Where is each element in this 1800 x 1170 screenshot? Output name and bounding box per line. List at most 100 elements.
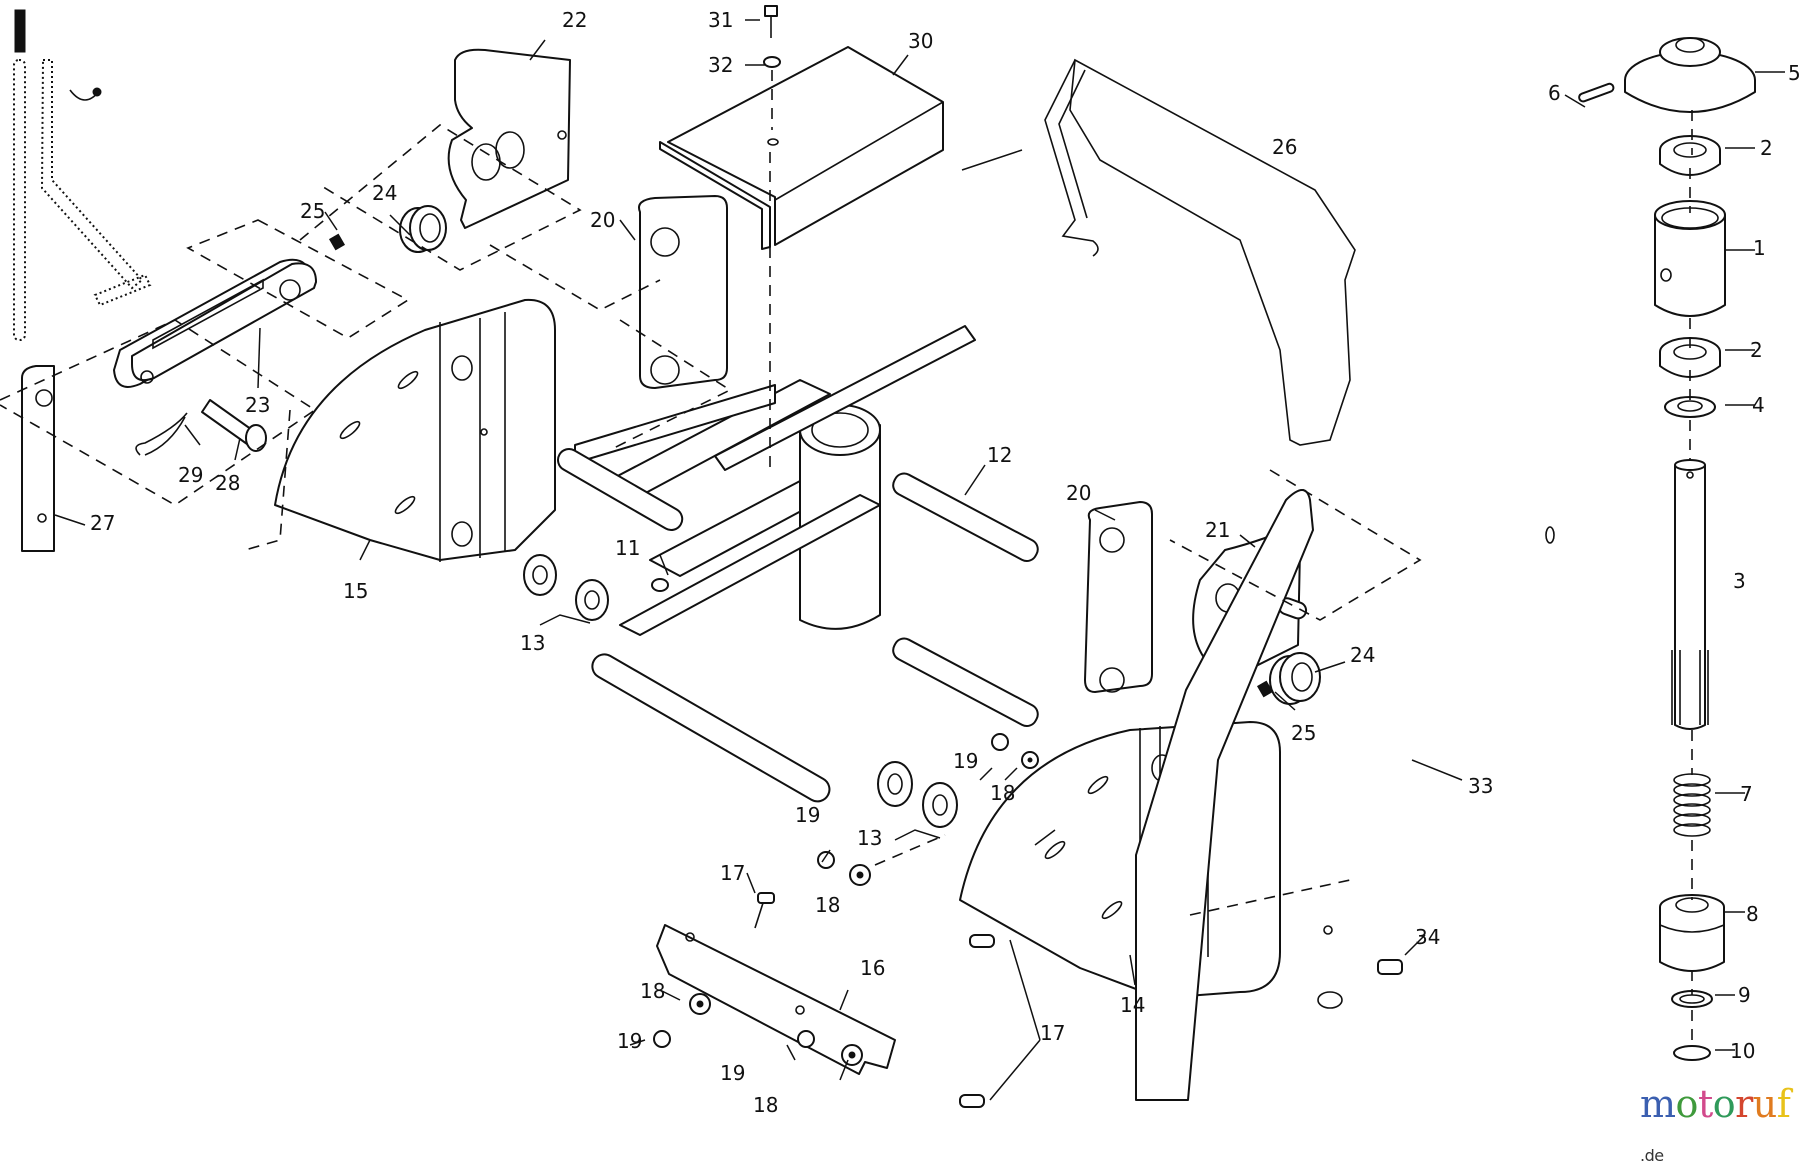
washers-13-left <box>523 554 609 621</box>
label-20a: 20 <box>590 208 615 232</box>
watermark-letter: f <box>1776 1082 1791 1126</box>
ghost-rod-left <box>13 59 26 341</box>
label-1: 1 <box>1753 236 1766 260</box>
label-17b: 17 <box>1040 1021 1065 1045</box>
plate-20-lower <box>1084 501 1153 693</box>
collar-24-left <box>399 205 447 253</box>
bolt-31 <box>764 5 778 38</box>
spring-coil-top <box>14 9 26 53</box>
label-29: 29 <box>178 463 203 487</box>
label-19c: 19 <box>617 1029 642 1053</box>
watermark-letter: o <box>1712 1082 1736 1126</box>
label-8: 8 <box>1746 902 1759 926</box>
leader-lines <box>54 19 1785 1101</box>
label-18d: 18 <box>753 1093 778 1117</box>
label-18c: 18 <box>640 979 665 1003</box>
washer-18-b <box>849 864 871 886</box>
watermark-letter: o <box>1675 1082 1699 1126</box>
watermark-letter: m <box>1640 1082 1676 1126</box>
side-plate-14 <box>959 721 1281 999</box>
label-2b: 2 <box>1750 338 1763 362</box>
pin-28 <box>201 399 267 452</box>
bearing-2-top <box>1659 135 1721 176</box>
label-17a: 17 <box>720 861 745 885</box>
label-28: 28 <box>215 471 240 495</box>
label-31: 31 <box>708 8 733 32</box>
label-27: 27 <box>90 511 115 535</box>
bracket-22 <box>447 48 571 229</box>
label-18b: 18 <box>815 893 840 917</box>
label-18a: 18 <box>990 781 1015 805</box>
watermark-logo: motoruf .de <box>1640 1082 1800 1170</box>
washer-18-a <box>1021 751 1039 769</box>
nut-19-a <box>991 733 1009 751</box>
cover-30 <box>659 46 944 250</box>
label-2a: 2 <box>1760 136 1773 160</box>
label-4: 4 <box>1752 393 1765 417</box>
label-6: 6 <box>1548 81 1561 105</box>
bolt-34 <box>1377 959 1403 975</box>
label-33: 33 <box>1468 774 1493 798</box>
nut-19-c <box>653 1030 671 1048</box>
label-14: 14 <box>1120 993 1145 1017</box>
watermark-letter: t <box>1697 1082 1713 1126</box>
ghost-rod-bent <box>40 59 152 307</box>
nut-19-b <box>817 851 835 869</box>
handle-26 <box>1044 58 1356 446</box>
set-screw-25-right <box>1256 680 1274 698</box>
label-13a: 13 <box>520 631 545 655</box>
hairpin-clip <box>69 87 102 101</box>
label-24b: 24 <box>1350 643 1375 667</box>
label-25b: 25 <box>1291 721 1316 745</box>
spring-7 <box>1673 773 1711 837</box>
housing-1 <box>1654 200 1726 317</box>
key-6 <box>1578 82 1615 103</box>
set-screw-25-left <box>328 233 346 251</box>
label-20b: 20 <box>1066 481 1091 505</box>
bearing-2-bottom <box>1659 337 1721 378</box>
label-16: 16 <box>860 956 885 980</box>
label-19d: 19 <box>720 1061 745 1085</box>
bolt-17-bottom <box>959 1094 985 1108</box>
parts-diagram: 5 6 2 1 2 4 3 7 8 9 10 33 34 25 24 21 20… <box>0 5 1800 1117</box>
watermark-letter: r <box>1735 1082 1753 1126</box>
watermark-letter: u <box>1752 1082 1777 1126</box>
label-12: 12 <box>987 443 1012 467</box>
retaining-ring-10 <box>1673 1045 1711 1061</box>
label-13b: 13 <box>857 826 882 850</box>
label-10: 10 <box>1730 1039 1755 1063</box>
washer-32 <box>763 56 781 68</box>
label-11: 11 <box>615 536 640 560</box>
callout-labels: 5 6 2 1 2 4 3 7 8 9 10 33 34 25 24 21 20… <box>90 8 1800 1117</box>
plate-20-upper <box>638 195 728 389</box>
washer-18-c <box>689 993 711 1015</box>
link-bar-27 <box>21 365 55 552</box>
bolt-17-top <box>754 892 775 929</box>
clutch-8 <box>1659 894 1725 972</box>
assembly-lines <box>0 70 1693 1045</box>
label-30: 30 <box>908 29 933 53</box>
cotter-pin-29 <box>135 412 188 456</box>
label-22: 22 <box>562 8 587 32</box>
pulley-5 <box>1624 37 1756 113</box>
watermark-suffix: .de <box>1640 1146 1664 1165</box>
frame-12 <box>557 325 1039 803</box>
label-7: 7 <box>1740 782 1753 806</box>
label-19a: 19 <box>953 749 978 773</box>
nut-19-d <box>797 1030 815 1048</box>
label-9: 9 <box>1738 983 1751 1007</box>
label-19b: 19 <box>795 803 820 827</box>
label-5: 5 <box>1788 61 1800 85</box>
label-3: 3 <box>1733 569 1746 593</box>
side-plate-15 <box>274 298 556 562</box>
label-32: 32 <box>708 53 733 77</box>
screw-11 <box>651 578 669 592</box>
label-21: 21 <box>1205 518 1230 542</box>
bolt-17-mid <box>969 934 995 948</box>
label-26: 26 <box>1272 135 1297 159</box>
strap-16 <box>656 924 896 1075</box>
label-25a: 25 <box>300 199 325 223</box>
arm-23 <box>113 258 317 388</box>
label-34: 34 <box>1415 925 1440 949</box>
shaft-3 <box>1671 459 1709 730</box>
